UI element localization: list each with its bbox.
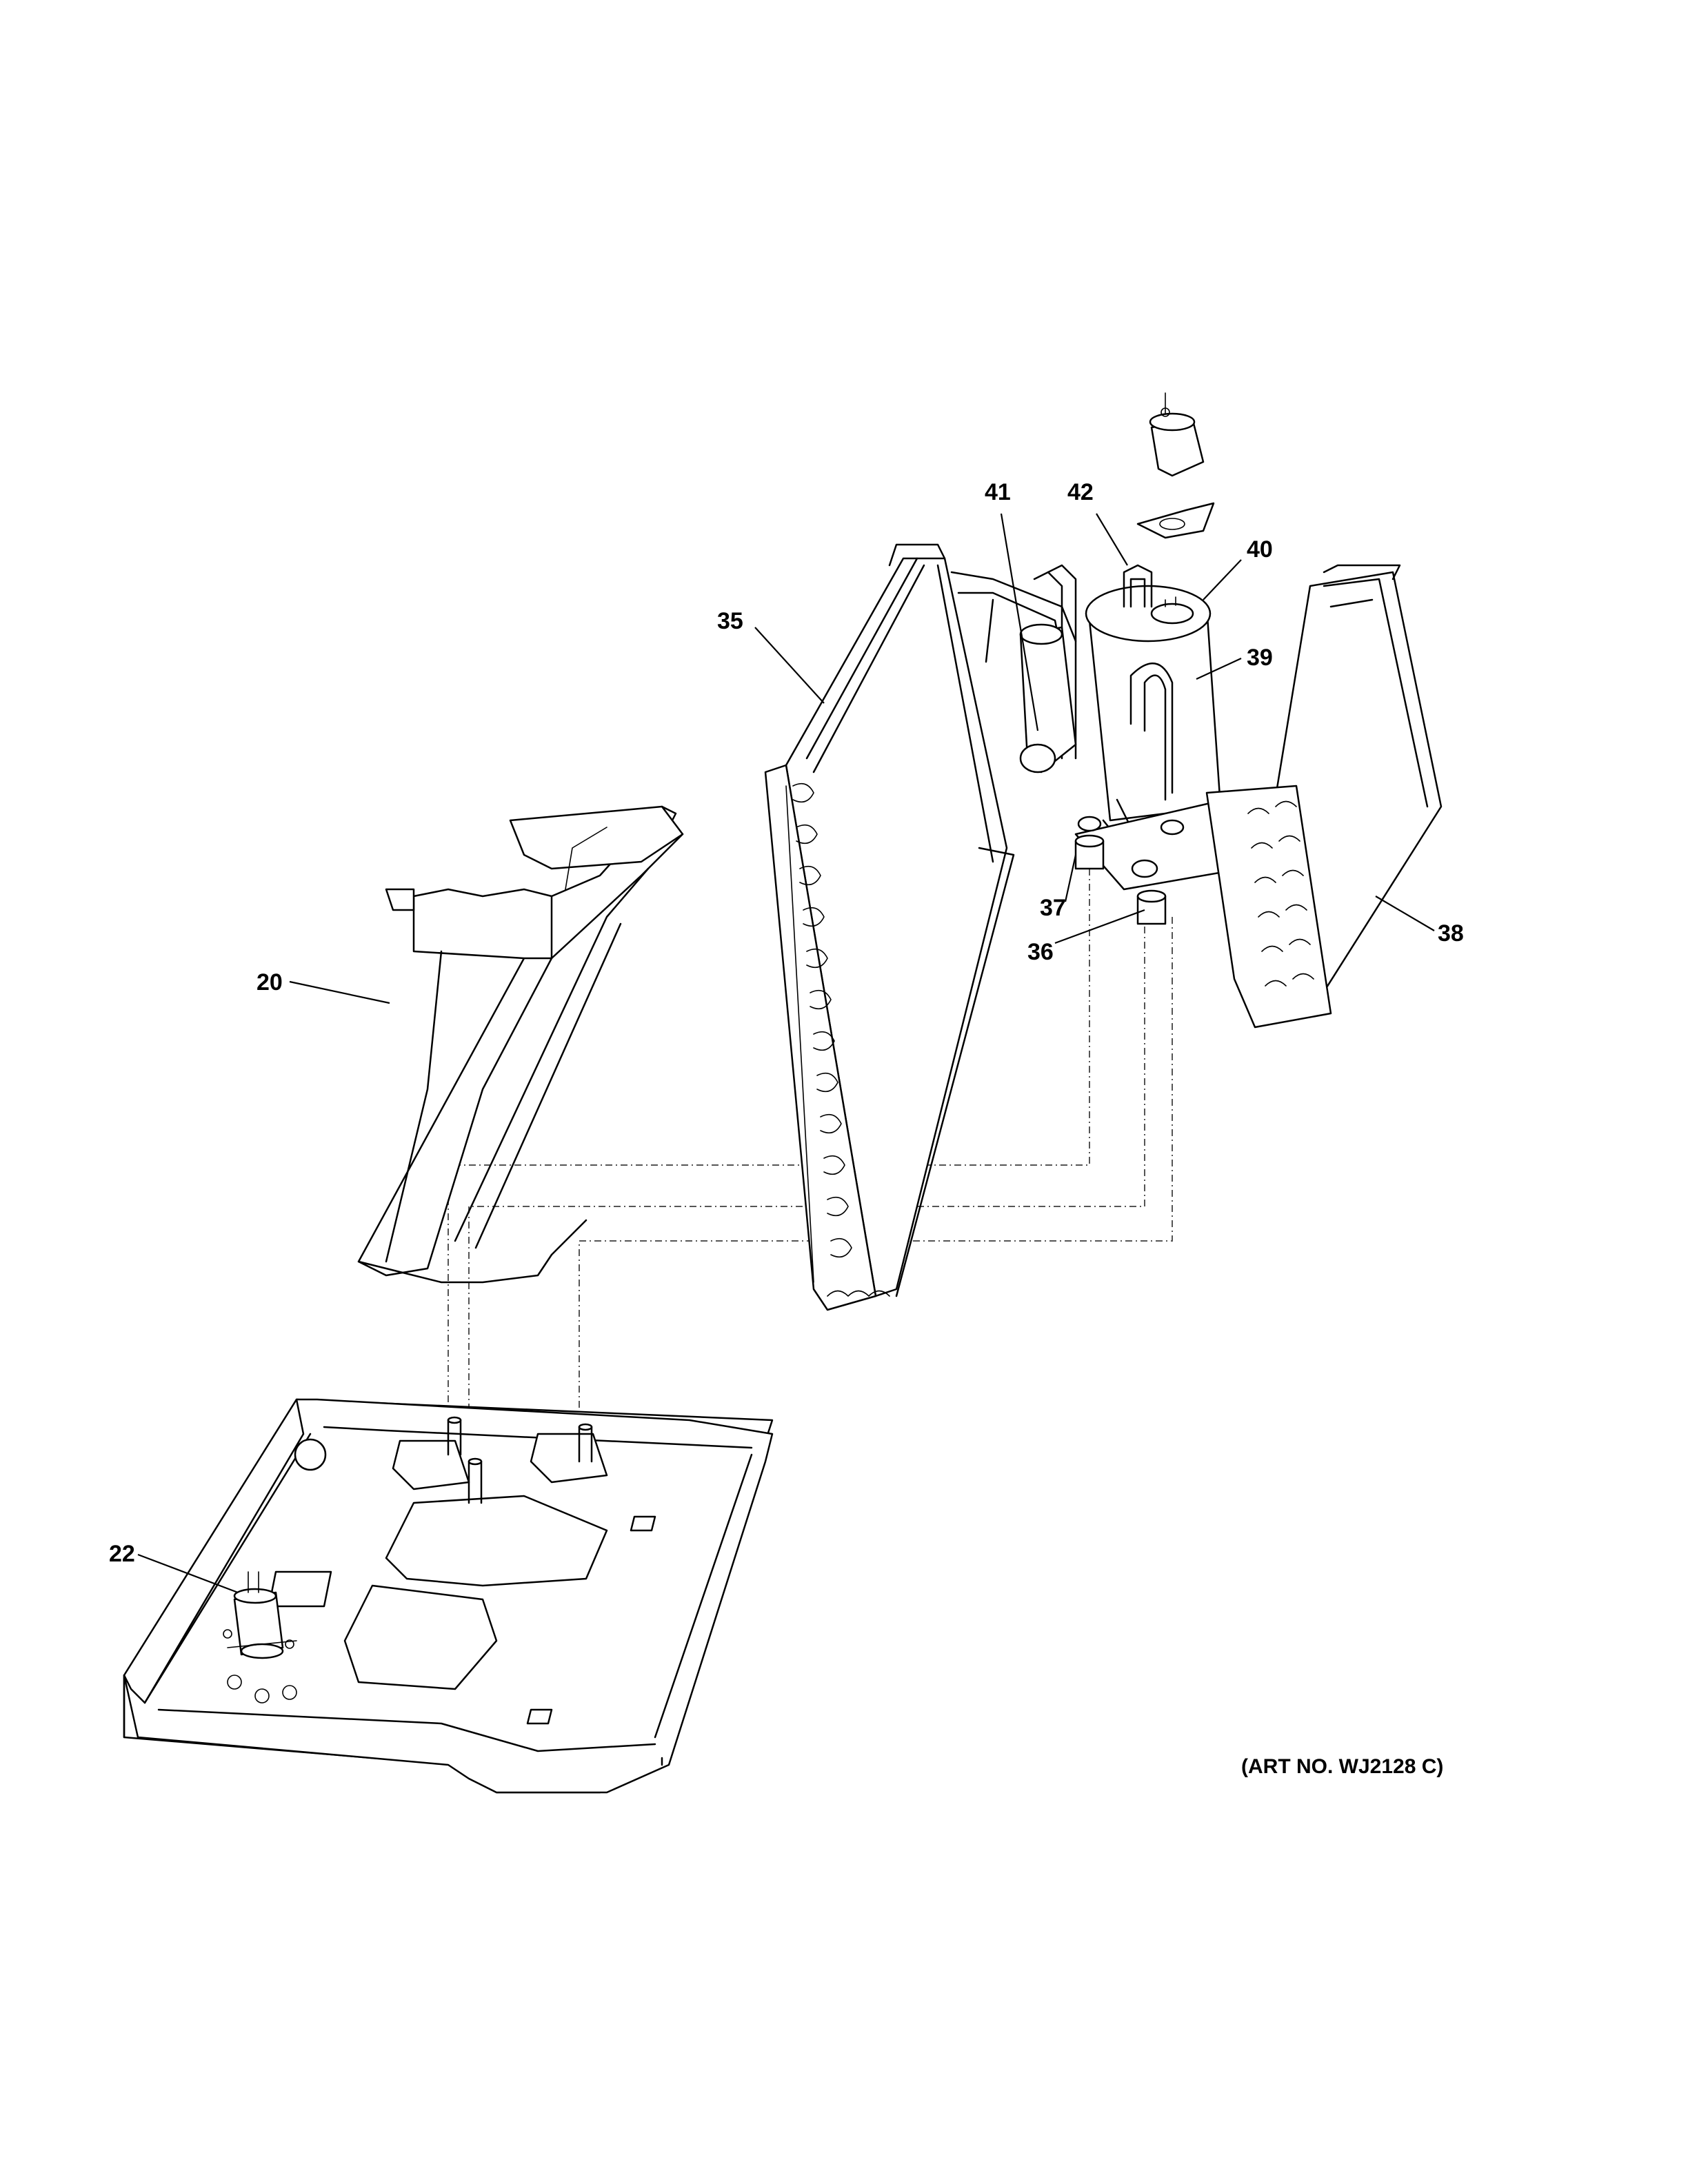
callout-38: 38 [1438,920,1464,947]
leader-lines [137,513,1435,1594]
callout-22: 22 [109,1541,135,1567]
part-37-grommet [1074,834,1105,870]
part-22-capacitor [223,1571,297,1659]
callout-37: 37 [1040,895,1066,921]
left-coil-tube-bends [792,782,890,1297]
terminal-gasket [1136,502,1215,539]
right-coil-tube-bends [1247,800,1314,987]
part-35-left-coil [764,543,1015,1311]
part-40-compressor [1085,585,1222,822]
callout-labels: 20 22 35 36 37 38 39 40 41 42 [109,479,1464,1567]
callout-36: 36 [1027,939,1054,965]
part-36-grommet [1136,889,1167,925]
part-42-discharge-tube [1123,564,1153,608]
callout-39: 39 [1247,645,1273,671]
part-20-drain-tray [357,805,684,1284]
terminal-cover [1149,392,1205,477]
callout-41: 41 [985,479,1011,505]
callout-35: 35 [717,608,743,634]
part-38-right-coil [1205,564,1443,1029]
part-41-accumulator [1019,623,1077,774]
callout-20: 20 [257,969,283,995]
art-number: (ART NO. WJ2128 C) [1241,1755,1443,1778]
callout-40: 40 [1247,536,1273,563]
callout-42: 42 [1067,479,1094,505]
base-pan [123,1398,774,1794]
